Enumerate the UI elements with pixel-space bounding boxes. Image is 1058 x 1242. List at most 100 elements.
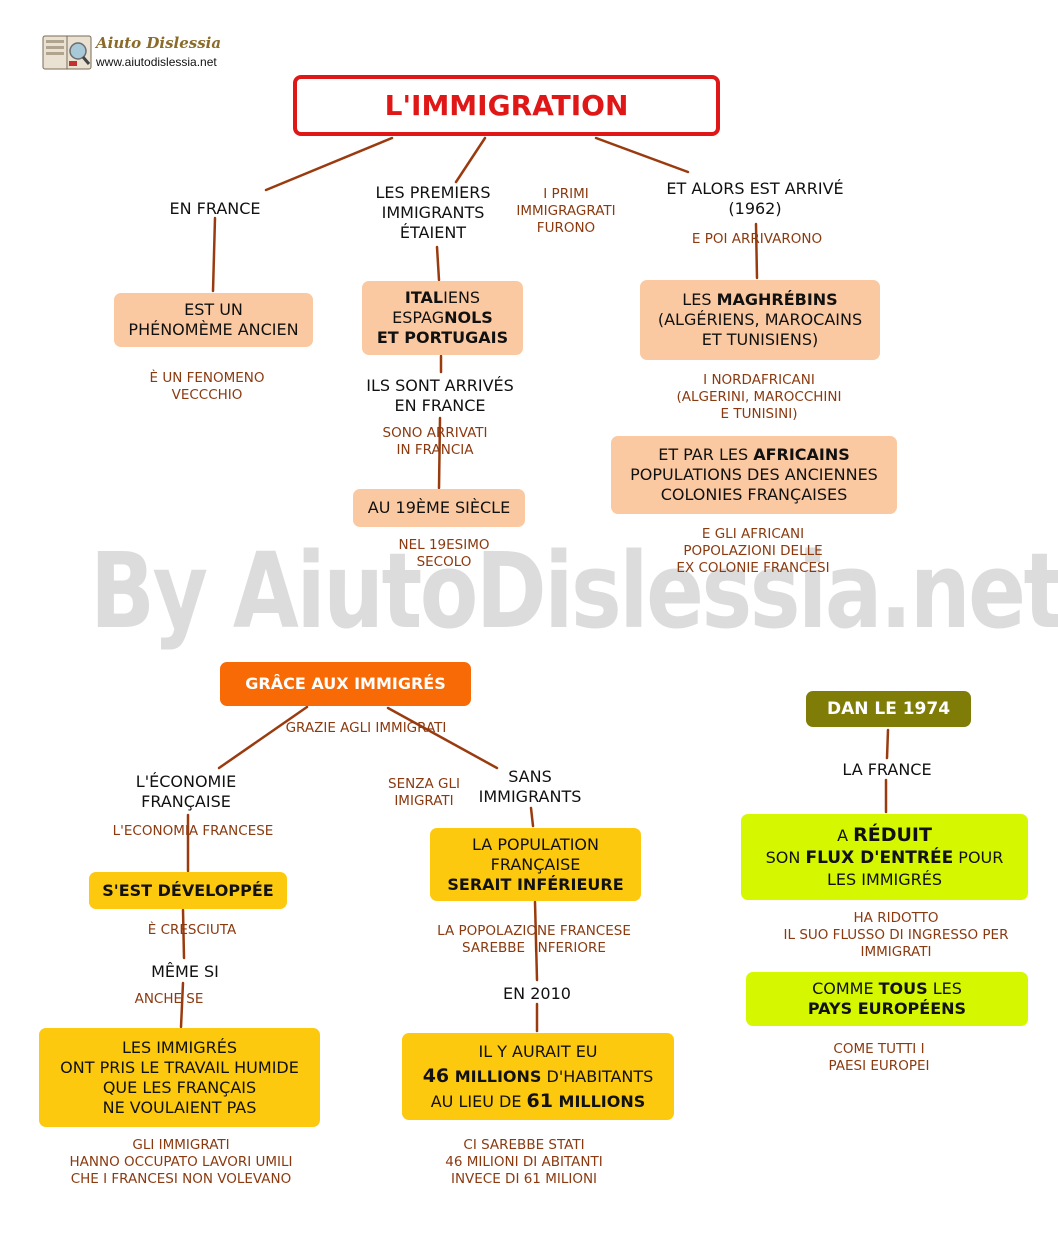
box-pays-europeens: COMME TOUS LES PAYS EUROPÉENS: [746, 972, 1028, 1026]
box-espagnols-line2: ESPAGNOLS: [392, 308, 493, 328]
connector-grace-without: [386, 706, 499, 770]
millions-au-lieu: AU LIEU DE: [430, 1091, 527, 1111]
reduit-line3: LES IMMIGRÉS: [826, 869, 943, 889]
europe-comme: COMME: [812, 979, 879, 998]
box-africains-line1: ET PAR LES AFRICAINS: [658, 445, 850, 465]
label-la-france: LA FRANCE: [842, 760, 932, 779]
box-dan-le-1974: DAN LE 1974: [806, 691, 971, 727]
logo-book-icon: [42, 35, 92, 70]
box-africains-detail: POPULATIONS DES ANCIENNES COLONIES FRANÇ…: [630, 465, 878, 504]
title-box: L'IMMIGRATION: [293, 75, 720, 136]
europe-pays-bold: PAYS EUROPÉENS: [807, 999, 967, 1018]
translation-arrivati-francia: SONO ARRIVATI IN FRANCIA: [382, 425, 488, 458]
translation-popolazione-inferiore: LA POPOLAZIONE FRANCESE SAREBBE INFERIOR…: [437, 923, 631, 956]
box-travail-humide: LES IMMIGRÉS ONT PRIS LE TRAVAIL HUMIDE …: [39, 1028, 320, 1127]
connector-france-box: [211, 216, 217, 293]
box-population-start: LA POPULATION FRANÇAISE: [472, 834, 599, 874]
box-maghrebins-detail: (ALGÉRIENS, MAROCAINS ET TUNISIENS): [657, 310, 863, 349]
box-phenomene-ancien-text: EST UN PHÉNOMÈME ANCIEN: [128, 300, 299, 339]
reduit-line2: SON FLUX D'ENTRÉE POUR: [766, 847, 1004, 869]
box-reduit-flux: A RÉDUIT SON FLUX D'ENTRÉE POUR LES IMMI…: [741, 814, 1028, 900]
connector-even-work: [179, 981, 185, 1029]
label-economie-francaise: L'ÉCONOMIE FRANÇAISE: [135, 772, 237, 811]
translation-anche-se: ANCHE SE: [134, 991, 204, 1007]
africains-start: ET PAR LES: [658, 445, 754, 464]
box-population-inferieure: LA POPULATION FRANÇAISE SERAIT INFÉRIEUR…: [430, 828, 641, 901]
label-premiers-immigrants: LES PREMIERS IMMIGRANTS ÉTAIENT: [375, 183, 491, 242]
translation-grazie-immigrati: GRAZIE AGLI IMMIGRATI: [285, 720, 447, 736]
box-italiens-espagnols-portugais: ITALIENS ESPAGNOLS ET PORTUGAIS: [362, 281, 523, 355]
box-travail-humide-text: LES IMMIGRÉS ONT PRIS LE TRAVAIL HUMIDE …: [60, 1037, 299, 1117]
connector-arrived-century: [437, 416, 442, 490]
africains-bold: AFRICAINS: [753, 445, 850, 464]
box-dan-le-1974-text: DAN LE 1974: [826, 699, 951, 719]
translation-senza-immigrati: SENZA GLI IMIGRATI: [388, 776, 460, 809]
label-en-france: EN FRANCE: [169, 199, 261, 218]
connector-1962-box: [754, 222, 759, 280]
box-developpee: S'EST DÉVELOPPÉE: [89, 872, 287, 909]
box-developpee-text: S'EST DÉVELOPPÉE: [102, 880, 274, 900]
translation-paesi-europei: COME TUTTI I PAESI EUROPEI: [828, 1041, 930, 1074]
connector-title-first: [454, 136, 487, 184]
connector-without-population: [529, 806, 535, 828]
reduit-a: A: [837, 825, 854, 845]
europe-les: LES: [927, 979, 962, 998]
translation-ha-ridotto: HA RIDOTTO IL SUO FLUSSO DI INGRESSO PER…: [783, 910, 1009, 960]
reduit-flux-bold: FLUX D'ENTRÉE: [805, 847, 954, 868]
box-millions-habitants: IL Y AURAIT EU 46 MILLIONS D'HABITANTS A…: [402, 1033, 674, 1120]
connector-1974-france: [885, 728, 890, 760]
reduit-pour: POUR: [953, 847, 1004, 867]
box-19eme-siecle-text: AU 19ÈME SIÈCLE: [367, 498, 511, 517]
translation-nordafricani: I NORDAFRICANI (ALGERINI, MAROCCHINI E T…: [676, 372, 842, 422]
translation-primi-immigrati: I PRIMI IMMIGRAGRATI FURONO: [516, 186, 616, 236]
box-maghrebins-line1: LES MAGHRÉBINS: [682, 290, 837, 310]
label-sans-immigrants: SANS IMMIGRANTS: [478, 767, 582, 806]
connector-title-1962: [594, 136, 690, 174]
italiens-bold: ITAL: [404, 288, 444, 307]
reduit-bold: RÉDUIT: [853, 823, 932, 846]
espagnols-bold: NOLS: [444, 308, 493, 327]
label-meme-si: MÊME SI: [151, 962, 219, 981]
connector-first-box: [435, 245, 441, 282]
translation-fenomeno: È UN FENOMENO VECCCHIO: [149, 370, 265, 403]
portugais-bold: ET PORTUGAIS: [376, 328, 509, 347]
box-portugais-line3: ET PORTUGAIS: [377, 328, 508, 348]
millions-61: 61: [526, 1089, 553, 1112]
espagnols-start: ESPAG: [392, 308, 445, 327]
translation-poi-arrivarono: E POI ARRIVARONO: [691, 231, 823, 247]
label-arrives-en-france: ILS SONT ARRIVÉS EN FRANCE: [366, 376, 514, 415]
millions-word-1: MILLIONS: [449, 1066, 542, 1086]
europe-line1: COMME TOUS LES: [812, 979, 962, 999]
millions-line2: 46 MILLIONS D'HABITANTS: [423, 1064, 654, 1089]
translation-cresciuta: È CRESCIUTA: [147, 922, 237, 938]
millions-line3: AU LIEU DE 61 MILLIONS: [431, 1089, 646, 1114]
translation-lavori-umili: GLI IMMIGRATI HANNO OCCUPATO LAVORI UMIL…: [69, 1137, 293, 1187]
box-maghrebins: LES MAGHRÉBINS (ALGÉRIENS, MAROCAINS ET …: [640, 280, 880, 360]
translation-46-milioni: CI SAREBBE STATI 46 MILIONI DI ABITANTI …: [445, 1137, 603, 1187]
millions-word-2: MILLIONS: [552, 1091, 646, 1111]
maghrebins-les: LES: [682, 290, 717, 309]
box-grace-aux-immigres: GRÂCE AUX IMMIGRÉS: [220, 662, 471, 706]
population-inferieure-bold: SERAIT INFÉRIEURE: [447, 874, 624, 894]
italiens-rest: IENS: [443, 288, 481, 307]
box-phenomene-ancien: EST UN PHÉNOMÈME ANCIEN: [114, 293, 313, 347]
translation-economia-francese: L'ECONOMIA FRANCESE: [112, 823, 274, 839]
reduit-son: SON: [765, 847, 806, 867]
millions-46: 46: [422, 1064, 450, 1087]
connector-population-year: [533, 900, 539, 982]
label-en-2010: EN 2010: [503, 984, 571, 1003]
millions-habitants: D'HABITANTS: [541, 1066, 654, 1086]
connector-developed-even: [181, 908, 186, 960]
translation-19esimo-secolo: NEL 19ESIMO SECOLO: [398, 537, 490, 570]
europe-line2: PAYS EUROPÉENS: [808, 999, 966, 1019]
box-population-bold: SERAIT INFÉRIEURE: [447, 875, 623, 895]
box-africains: ET PAR LES AFRICAINS POPULATIONS DES ANC…: [611, 436, 897, 514]
maghrebins-bold: MAGHRÉBINS: [716, 290, 838, 309]
logo-name: Aiuto Dislessia: [96, 34, 222, 52]
millions-line1: IL Y AURAIT EU: [478, 1041, 598, 1061]
reduit-line1: A RÉDUIT: [837, 824, 932, 847]
box-grace-text: GRÂCE AUX IMMIGRÉS: [245, 674, 446, 693]
box-19eme-siecle: AU 19ÈME SIÈCLE: [353, 489, 525, 527]
connector-title-france: [264, 136, 394, 192]
